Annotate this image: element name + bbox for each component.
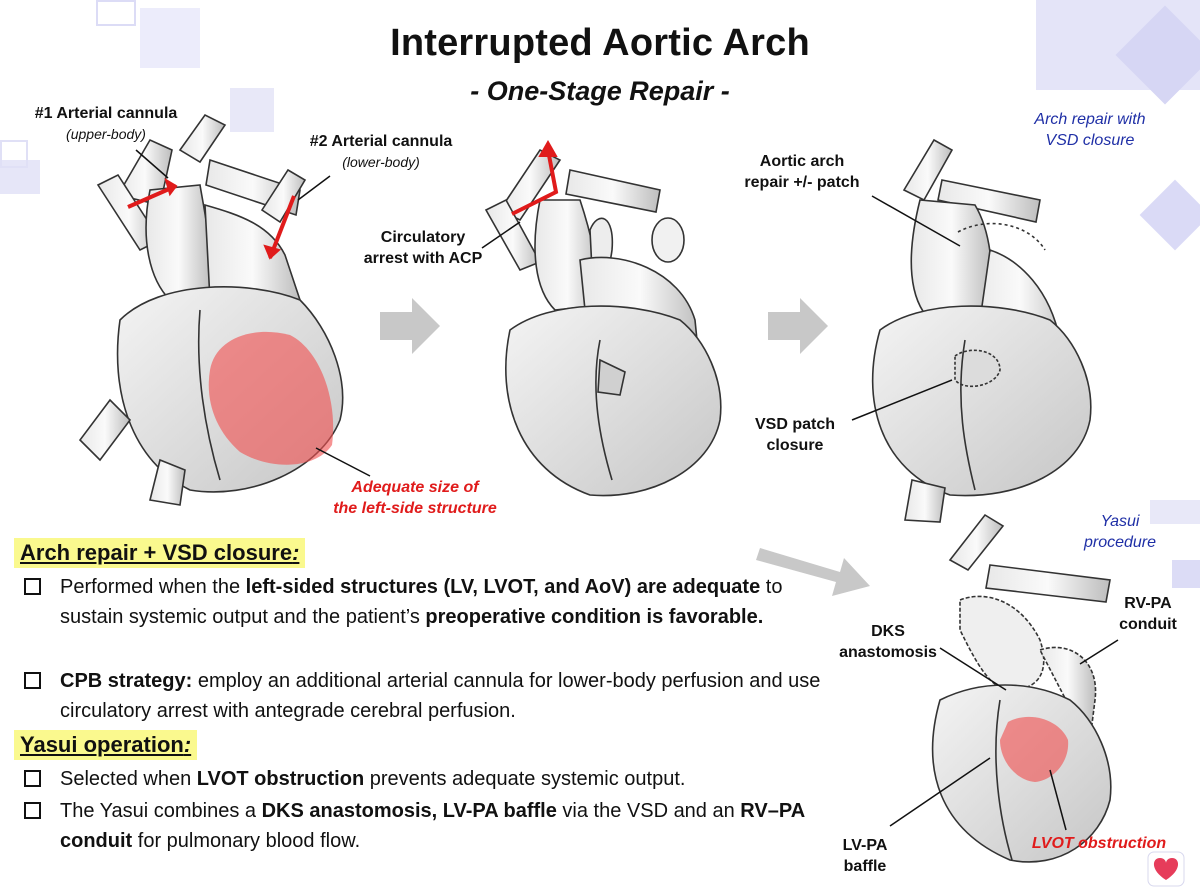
label-circulatory-arrest: Circulatory arrest with ACP [363,229,483,267]
lv-highlight [208,331,334,465]
label-cannula1-sub: (upper-body) [66,125,146,142]
page-title: Interrupted Aortic Arch [390,22,810,64]
heart-logo-icon [1147,851,1185,887]
label-rv-pa-conduit: RV-PA conduit [1119,595,1177,633]
heart-illustration-3 [871,138,1092,523]
heart-illustration-2 [484,148,722,497]
label-dks-anastomosis: DKS anastomosis [839,623,937,661]
label-lvot-obstruction: LVOT obstruction [1031,835,1167,852]
section-heading-yasui: Yasui operation: [14,730,198,760]
label-cannula2-title: #2 Arterial cannula [309,133,453,150]
decor-square [140,8,200,68]
label-vsd-patch: VSD patch closure [754,416,835,454]
caption-yasui-procedure: Yasui procedure [1083,513,1157,551]
checkbox-icon [24,672,41,689]
bullet-yasui-2: The Yasui combines a DKS anastomosis, LV… [24,796,864,858]
page-subtitle: - One-Stage Repair - [470,76,730,106]
label-cannula2-sub: (lower-body) [342,153,420,170]
label-cannula1-title: #1 Arterial cannula [34,105,178,122]
caption-arch-repair-vsd: Arch repair with VSD closure [1034,111,1146,149]
arch-arrow [511,149,559,216]
decor-square [96,0,136,26]
label-adequate-left-structure: Adequate size of the left-side structure [333,479,497,517]
decor-square [0,160,40,194]
bullet-arch-repair-1: Performed when the left-sided structures… [24,572,844,664]
decor-square [1172,560,1200,588]
bullet-yasui-1: Selected when LVOT obstruction prevents … [24,764,864,796]
decor-square [0,140,28,168]
label-arterial-cannula-1: #1 Arterial cannula (upper-body) [14,104,198,143]
bullet-arch-repair-2: CPB strategy: employ an additional arter… [24,666,864,728]
flow-arrow-right [380,298,440,354]
checkbox-icon [24,770,41,787]
checkbox-icon [24,802,41,819]
decor-square [1150,500,1200,524]
label-arterial-cannula-2: #2 Arterial cannula (lower-body) [294,132,468,171]
label-aortic-arch-repair: Aortic arch repair +/- patch [744,153,860,191]
section-heading-arch-repair: Arch repair + VSD closure: [14,538,306,568]
flow-arrow-diagonal [756,548,870,596]
checkbox-icon [24,578,41,595]
flow-arrow-right [768,298,828,354]
lvot-highlight [1000,716,1069,782]
decor-square [230,88,274,132]
heart-illustration-4 [931,513,1112,863]
label-lv-pa-baffle: LV-PA baffle [842,837,888,875]
